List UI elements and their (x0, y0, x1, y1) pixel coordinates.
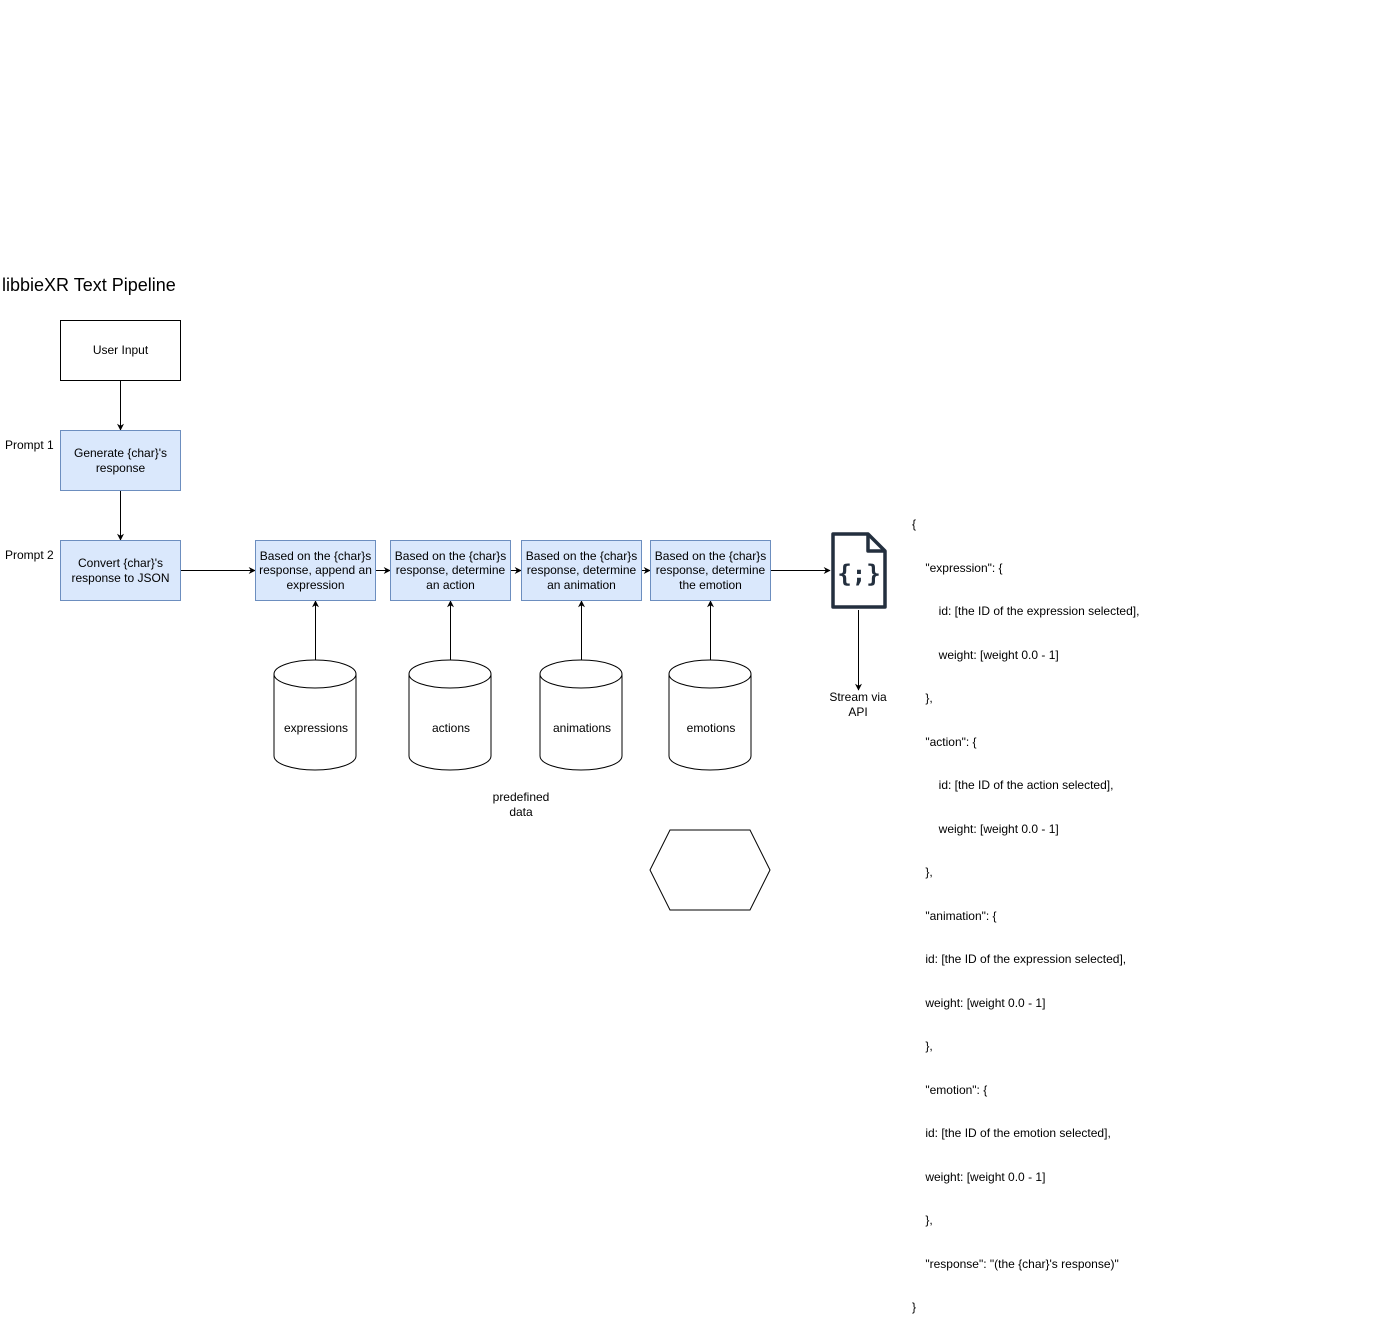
svg-text:{;}: {;} (837, 560, 880, 588)
json-line: id: [the ID of the emotion selected], (912, 1126, 1111, 1140)
database-label-animations: animations (552, 721, 612, 735)
database-animations (539, 659, 623, 771)
json-line: } (912, 1300, 917, 1314)
database-label-emotions: emotions (686, 721, 736, 735)
determine-animation-node[interactable]: Based on the {char}s response, determine… (521, 540, 642, 601)
diagram-title: libbieXR Text Pipeline (2, 275, 176, 295)
json-line: }, (912, 865, 933, 879)
database-label-expressions: expressions (283, 721, 349, 735)
json-line: id: [the ID of the expression selected], (912, 952, 1127, 966)
json-line: }, (912, 691, 933, 705)
connector-layer: {;} (117, 380, 887, 911)
json-line: weight: [weight 0.0 - 1] (912, 647, 1059, 662)
json-line: }, (912, 1213, 933, 1227)
json-line: weight: [weight 0.0 - 1] (912, 1169, 1046, 1184)
determine-emotion-node[interactable]: Based on the {char}s response, determine… (650, 540, 771, 601)
json-line: weight: [weight 0.0 - 1] (912, 821, 1059, 836)
prompt1-label: Prompt 1 (5, 438, 54, 452)
json-line: "animation": { (912, 908, 997, 923)
json-line: }, (912, 1039, 933, 1053)
json-line: id: [the ID of the expression selected], (912, 604, 1140, 618)
json-line: { (912, 517, 917, 531)
json-line: weight: [weight 0.0 - 1] (912, 995, 1046, 1010)
append-expression-node[interactable]: Based on the {char}s response, append an… (255, 540, 376, 601)
determine-action-node[interactable]: Based on the {char}s response, determine… (390, 540, 511, 601)
prompt2-label: Prompt 2 (5, 548, 54, 562)
database-expressions (273, 659, 357, 771)
convert-json-node[interactable]: Convert {char}'s response to JSON (60, 540, 181, 601)
predefined-data-label: predefined data (492, 790, 550, 819)
generate-response-node[interactable]: Generate {char}'s response (60, 430, 181, 491)
stream-label: Stream via API (829, 690, 887, 719)
json-line: "emotion": { (912, 1082, 988, 1097)
json-line: "expression": { (912, 560, 1003, 575)
json-file-icon: {;} (831, 532, 887, 609)
user-input-node[interactable]: User Input (60, 320, 181, 381)
json-schema-block: { "expression": { id: [the ID of the exp… (912, 488, 1139, 1329)
database-label-actions: actions (431, 721, 471, 735)
json-line: id: [the ID of the action selected], (912, 778, 1114, 792)
json-line: "response": "(the {char}'s response)" (912, 1256, 1119, 1271)
json-line: "action": { (912, 734, 977, 749)
database-actions (408, 659, 492, 771)
database-emotions (668, 659, 752, 771)
hexagon-shape (649, 829, 771, 911)
